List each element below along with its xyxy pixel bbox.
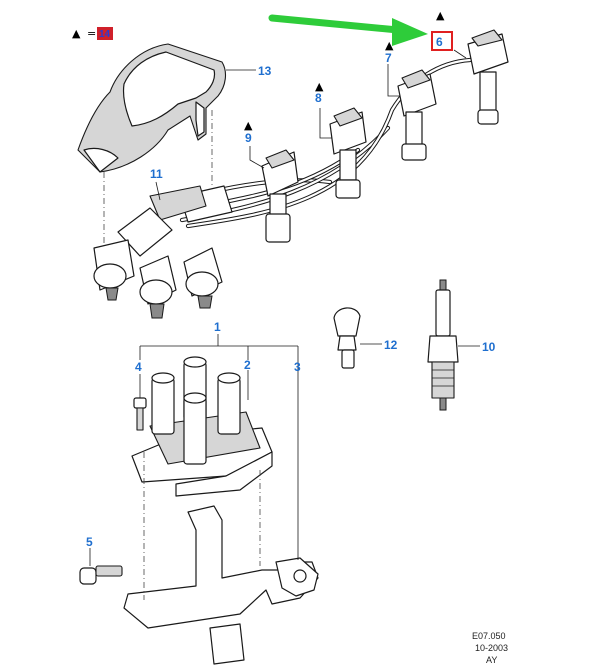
stamp-date: 10-2003 — [475, 643, 508, 653]
callout-8: 8 — [315, 91, 322, 105]
triangle-markers: ▲ ▲ ▲ ▲ — [244, 9, 445, 132]
part-13-cover — [77, 43, 256, 173]
callout-9: 9 — [245, 131, 252, 145]
stamp-suffix: AY — [486, 655, 497, 665]
callout-3: 3 — [294, 360, 301, 374]
callout-labels: 6 7 8 9 13 11 12 10 1 2 3 4 5 — [86, 35, 496, 549]
drawing-stamp: E07.050 10-2003 AY — [472, 631, 508, 665]
part-12-clip — [333, 307, 382, 369]
part-10-spark-plug — [427, 279, 480, 411]
legend-badge-text: 14 — [99, 29, 111, 40]
highlight-box — [431, 31, 453, 51]
marker-triangle-icon: ▲ — [315, 80, 324, 93]
part-7-boot — [387, 64, 437, 161]
marker-triangle-icon: ▲ — [436, 9, 445, 22]
callout-6: 6 — [436, 35, 443, 49]
callout-12: 12 — [384, 338, 398, 352]
part-4-bolt — [133, 374, 147, 431]
part-9-boot — [249, 146, 299, 243]
part-2-ignition-coil — [131, 356, 273, 497]
callout-2: 2 — [244, 358, 251, 372]
legend: ▲ = 14 — [72, 27, 113, 40]
part-5-screw — [79, 548, 123, 585]
part-6-boot — [453, 29, 509, 125]
callout-13: 13 — [258, 64, 272, 78]
callout-1: 1 — [214, 320, 221, 334]
marker-triangle-icon: ▲ — [385, 39, 394, 52]
part-8-boot — [319, 107, 367, 199]
callout-11: 11 — [150, 167, 163, 181]
callout-10: 10 — [482, 340, 496, 354]
part-1-bracket — [139, 334, 299, 360]
legend-badge-box — [97, 27, 113, 40]
callout-4: 4 — [135, 360, 142, 374]
marker-triangle-icon: ▲ — [244, 119, 253, 132]
legend-triangle-icon: ▲ — [72, 27, 81, 40]
callout-7: 7 — [385, 51, 392, 65]
highlight-arrow — [268, 14, 428, 46]
part-3-bracket — [123, 360, 319, 665]
stamp-code: E07.050 — [472, 631, 506, 641]
callout-5: 5 — [86, 535, 93, 549]
legend-equals: = — [87, 27, 96, 40]
